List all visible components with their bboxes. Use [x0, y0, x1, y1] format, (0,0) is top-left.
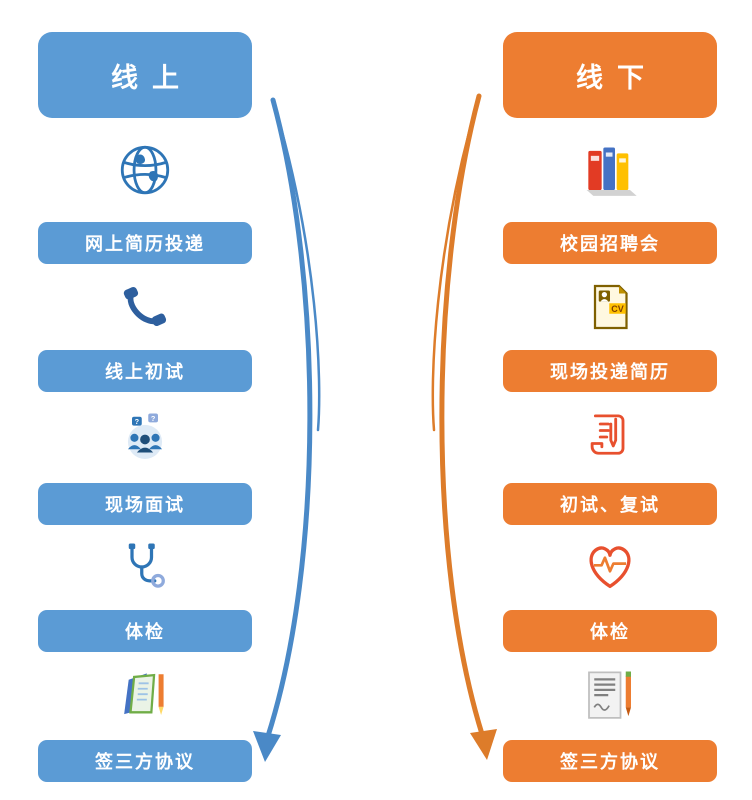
- globe-icon: [120, 145, 170, 195]
- heart-pulse-icon: [589, 546, 631, 589]
- online-step-resume: 网上简历投递: [38, 222, 252, 264]
- interview-people-icon: ? ?: [127, 413, 163, 459]
- svg-text:?: ?: [151, 414, 156, 423]
- notebook-pencil-icon-slot: [38, 660, 252, 732]
- offline-step-job-fair: 校园招聘会: [503, 222, 717, 264]
- heart-pulse-icon-slot: [503, 531, 717, 603]
- online-step-onsite-interview: 现场面试: [38, 483, 252, 525]
- stethoscope-icon-slot: [38, 531, 252, 603]
- online-column: 线上 网上简历投递 线上初试: [38, 0, 252, 800]
- blue-flow-arrow: [253, 97, 321, 762]
- globe-icon-slot: [38, 134, 252, 206]
- books-icon-slot: [503, 134, 717, 206]
- contract-pen-icon: [588, 671, 631, 719]
- offline-step-physical-exam: 体检: [503, 610, 717, 652]
- svg-text:?: ?: [135, 417, 140, 426]
- cv-document-icon: CV: [593, 284, 628, 330]
- online-header: 线上: [38, 32, 252, 118]
- cv-icon-slot: CV: [503, 271, 717, 343]
- offline-step-agreement: 签三方协议: [503, 740, 717, 782]
- svg-text:CV: CV: [611, 304, 624, 314]
- offline-step-interviews: 初试、复试: [503, 483, 717, 525]
- offline-step-resume: 现场投递简历: [503, 350, 717, 392]
- offline-column: 线下 校园招聘会 CV 现场投: [503, 0, 717, 800]
- notebook-pencil-icon: [124, 673, 164, 716]
- online-step-agreement: 签三方协议: [38, 740, 252, 782]
- phone-icon: [123, 286, 167, 327]
- offline-header: 线下: [503, 32, 717, 118]
- stethoscope-icon: [128, 543, 165, 588]
- interview-icon-slot: ? ?: [38, 401, 252, 473]
- receipt-pen-icon-slot: [503, 401, 717, 473]
- contract-pen-icon-slot: [503, 660, 717, 732]
- orange-flow-arrow: [431, 93, 497, 760]
- books-stack-icon: [586, 147, 637, 196]
- online-step-first-interview: 线上初试: [38, 350, 252, 392]
- online-step-physical-exam: 体检: [38, 610, 252, 652]
- phone-icon-slot: [38, 271, 252, 343]
- receipt-pen-icon: [590, 414, 625, 455]
